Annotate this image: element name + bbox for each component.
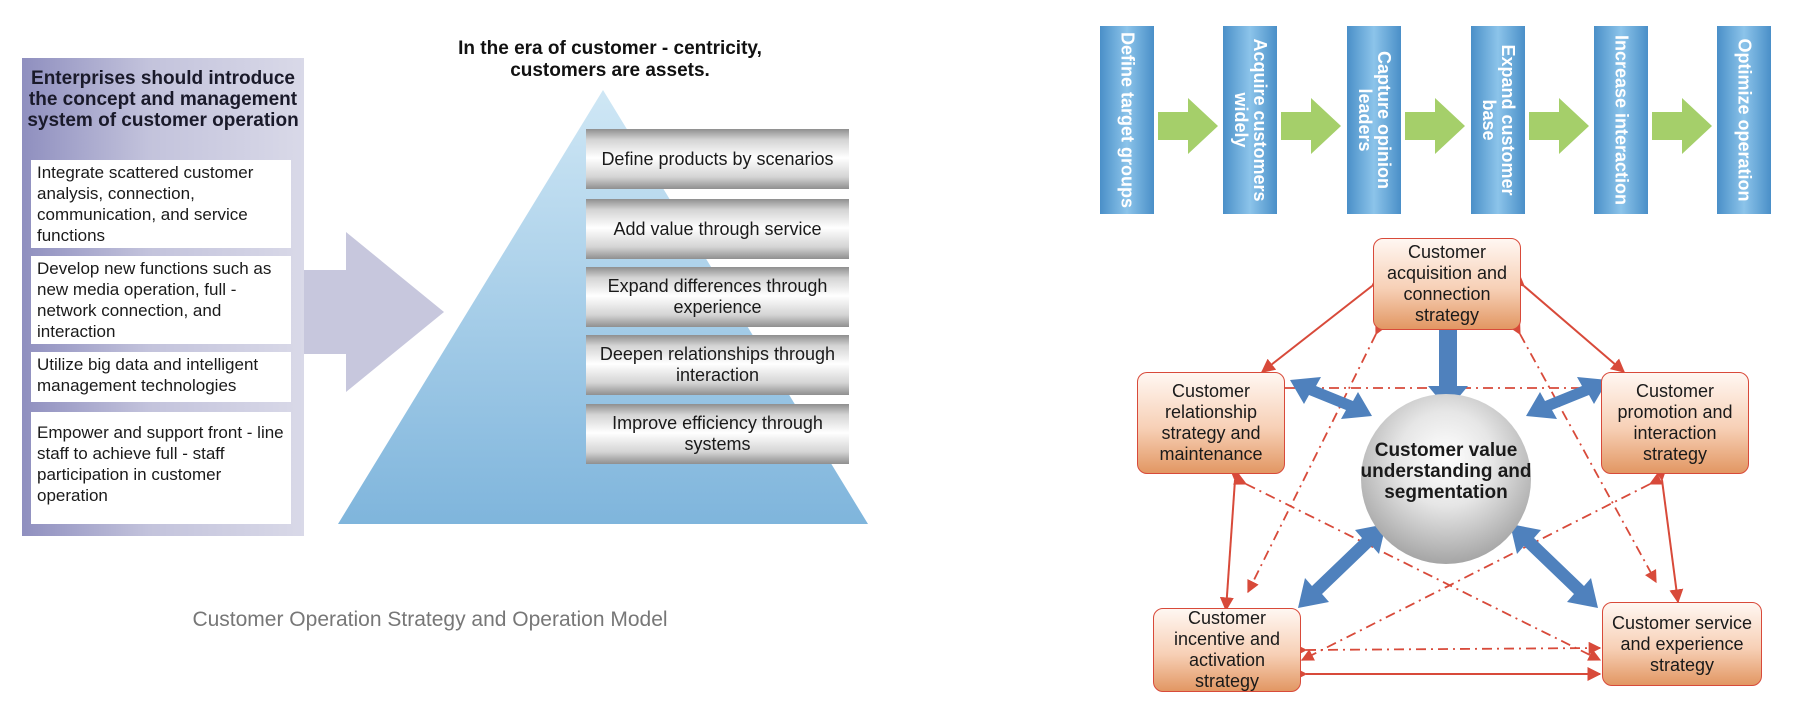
- node-service-strategy: Customer service and experience strategy: [1602, 602, 1762, 686]
- center-label: Customer value understanding and segment…: [1360, 440, 1532, 503]
- figure-caption: Customer Operation Strategy and Operatio…: [192, 608, 668, 631]
- left-panel-item: Empower and support front - line staff t…: [31, 412, 291, 524]
- left-panel-title: Enterprises should introduce the concept…: [27, 68, 299, 131]
- pyramid-level: Define products by scenarios: [586, 129, 849, 189]
- flow-step: Acquire customers widely: [1223, 26, 1277, 214]
- node-promotion-strategy: Customer promotion and interaction strat…: [1601, 372, 1749, 474]
- strategy-network-connectors: [1219, 272, 1684, 681]
- node-incentive-strategy: Customer incentive and activation strate…: [1153, 608, 1301, 692]
- hub-arrows: [1290, 290, 1608, 608]
- flow-step: Expand customer base: [1471, 26, 1525, 214]
- flow-step: Increase interaction: [1594, 26, 1648, 214]
- left-panel-item: Integrate scattered customer analysis, c…: [31, 160, 291, 248]
- flow-step-label: Acquire customers widely: [1231, 38, 1270, 202]
- flow-step-label: Increase interaction: [1611, 34, 1632, 206]
- node-relationship-strategy: Customer relationship strategy and maint…: [1137, 372, 1285, 474]
- pyramid-title: In the era of customer - centricity, cus…: [458, 38, 762, 81]
- flow-step-label: Expand customer base: [1479, 44, 1518, 196]
- pyramid-level: Improve efficiency through systems: [586, 404, 849, 464]
- pyramid-level: Add value through service: [586, 199, 849, 259]
- cross-edges: [1233, 321, 1663, 661]
- flow-arrow-icon: [1652, 98, 1712, 154]
- left-panel: Enterprises should introduce the concept…: [22, 58, 304, 536]
- flow-step: Capture opinion leaders: [1347, 26, 1401, 214]
- right-arrow-icon: [304, 232, 444, 392]
- flow-arrow-icon: [1158, 98, 1218, 154]
- center-sphere: [1361, 394, 1531, 564]
- left-panel-item: Utilize big data and intelligent managem…: [31, 352, 291, 402]
- flow-arrow-icon: [1405, 98, 1465, 154]
- pyramid-level: Deepen relationships through interaction: [586, 335, 849, 395]
- flow-step: Optimize operation: [1717, 26, 1771, 214]
- flow-step-label: Capture opinion leaders: [1355, 51, 1394, 189]
- flow-arrow-icon: [1281, 98, 1341, 154]
- flow-step-label: Optimize operation: [1734, 38, 1755, 202]
- node-acquisition-strategy: Customer acquisition and connection stra…: [1373, 238, 1521, 330]
- flow-step: Define target groups: [1100, 26, 1154, 214]
- pyramid-level: Expand differences through experience: [586, 267, 849, 327]
- flow-step-label: Define target groups: [1117, 31, 1138, 209]
- left-panel-item: Develop new functions such as new media …: [31, 256, 291, 344]
- flow-arrow-icon: [1529, 98, 1589, 154]
